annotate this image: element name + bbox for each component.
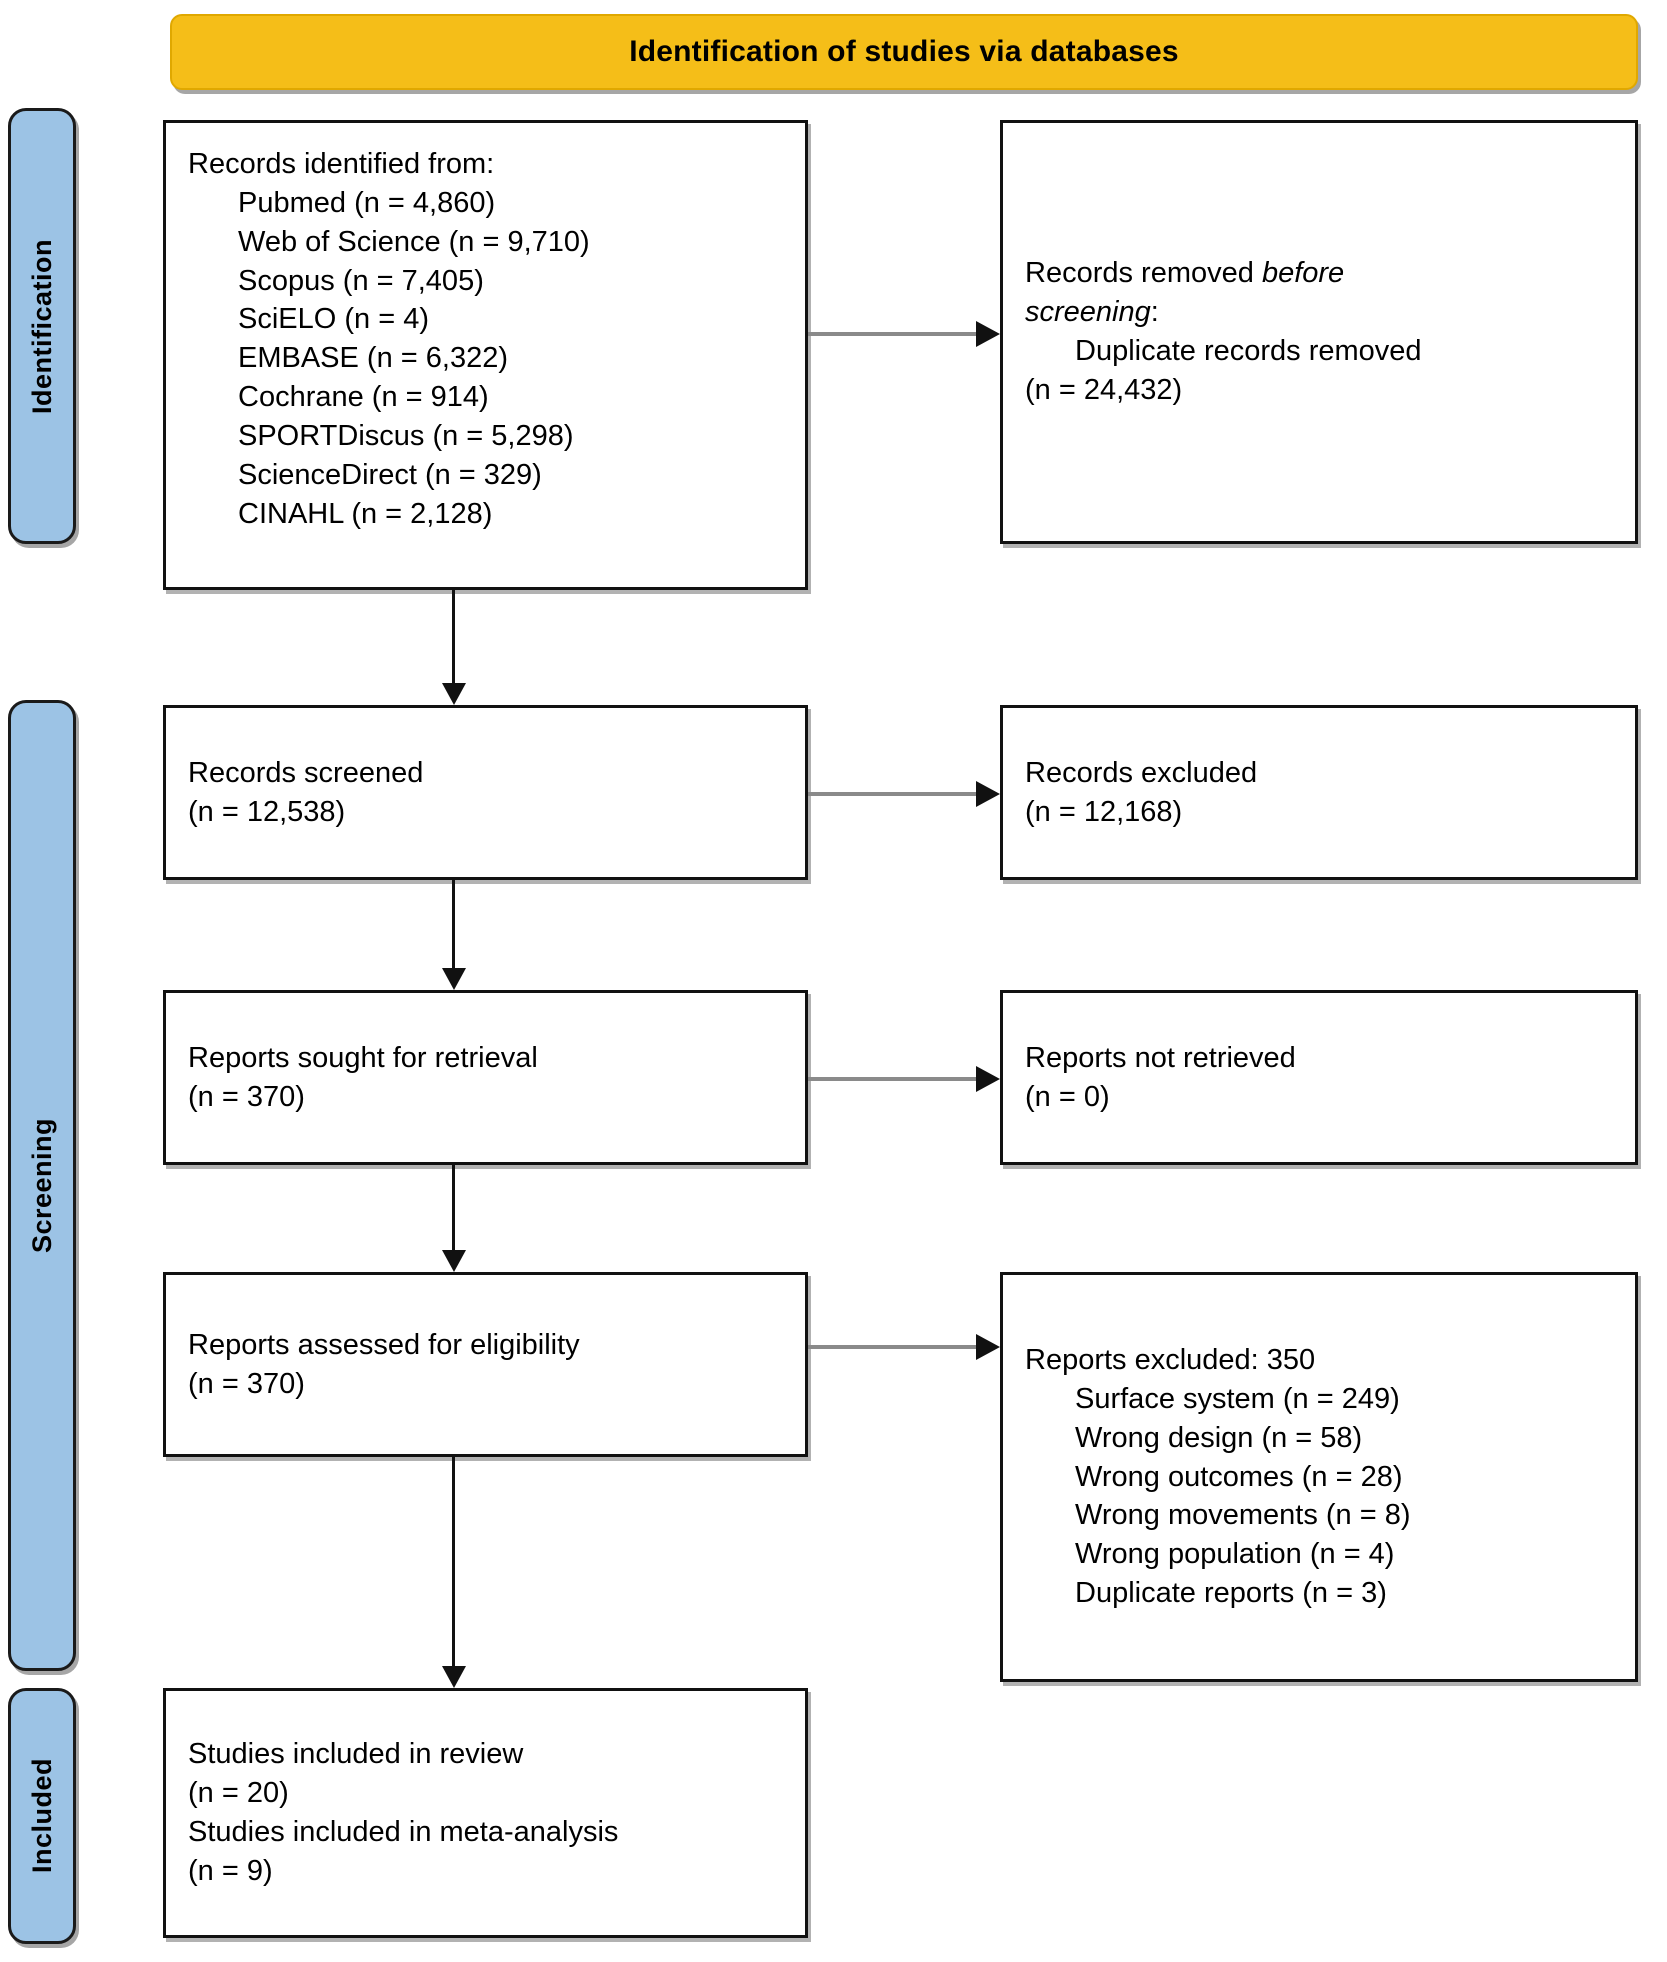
reports-not-retrieved-label: Reports not retrieved	[1025, 1041, 1296, 1074]
source-cochrane: Cochrane (n = 914)	[238, 381, 489, 414]
source-scopus: Scopus (n = 7,405)	[238, 264, 484, 297]
source-cinahl: CINAHL (n = 2,128)	[238, 497, 493, 530]
reports-sought-count: (n = 370)	[188, 1080, 305, 1113]
banner-title: Identification of studies via databases	[629, 35, 1179, 68]
phase-rail-included-label: Included	[26, 1758, 57, 1874]
phase-rail-identification-label: Identification	[26, 238, 57, 414]
exclusion-duplicate-reports: Duplicate reports (n = 3)	[1075, 1577, 1387, 1610]
records-removed-colon: :	[1150, 296, 1159, 329]
phase-rail-screening: Screening	[8, 700, 76, 1671]
box-reports-excluded-detail: Reports excluded: 350 Surface system (n …	[1000, 1272, 1638, 1682]
source-pubmed: Pubmed (n = 4,860)	[238, 186, 496, 219]
exclusion-wrong-movements: Wrong movements (n = 8)	[1075, 1499, 1411, 1532]
phase-rail-included: Included	[8, 1688, 76, 1944]
reports-assessed-count: (n = 370)	[188, 1367, 305, 1400]
source-web-of-science: Web of Science (n = 9,710)	[238, 225, 590, 258]
connector-identified-to-screened	[442, 590, 466, 705]
source-sciencedirect: ScienceDirect (n = 329)	[238, 458, 542, 491]
phase-rail-screening-label: Screening	[26, 1117, 57, 1254]
records-screened-count: (n = 12,538)	[188, 795, 346, 828]
phase-rail-identification: Identification	[8, 108, 76, 544]
connector-sought-to-assessed	[442, 1165, 466, 1272]
source-embase: EMBASE (n = 6,322)	[238, 342, 508, 375]
connector-screened-to-excluded	[808, 781, 1000, 807]
box-reports-not-retrieved: Reports not retrieved (n = 0)	[1000, 990, 1638, 1165]
exclusion-surface-system: Surface system (n = 249)	[1075, 1382, 1400, 1415]
reports-assessed-label: Reports assessed for eligibility	[188, 1328, 580, 1361]
exclusion-wrong-population: Wrong population (n = 4)	[1075, 1538, 1395, 1571]
connector-screened-to-sought	[442, 880, 466, 990]
reports-excluded-heading: Reports excluded: 350	[1025, 1343, 1316, 1376]
box-reports-sought: Reports sought for retrieval (n = 370)	[163, 990, 808, 1165]
records-screened-label: Records screened	[188, 756, 424, 789]
records-removed-heading-line1: Records removed before	[1025, 254, 1613, 293]
box-records-screened: Records screened (n = 12,538)	[163, 705, 808, 880]
source-scielo: SciELO (n = 4)	[238, 303, 429, 336]
records-removed-text: Records removed	[1025, 257, 1262, 290]
box-records-identified: Records identified from: Pubmed (n = 4,8…	[163, 120, 808, 590]
records-excluded-count: (n = 12,168)	[1025, 795, 1183, 828]
exclusion-wrong-design: Wrong design (n = 58)	[1075, 1421, 1363, 1454]
records-removed-before-em: before	[1261, 257, 1345, 290]
connector-identified-to-removed	[808, 321, 1000, 347]
studies-included-review-count: (n = 20)	[188, 1777, 289, 1810]
duplicate-records-removed-label: Duplicate records removed	[1075, 335, 1422, 367]
studies-included-meta-label: Studies included in meta-analysis	[188, 1816, 619, 1848]
box-studies-included: Studies included in review (n = 20) Stud…	[163, 1688, 808, 1938]
records-removed-screening-em: screening	[1025, 296, 1151, 329]
reports-not-retrieved-count: (n = 0)	[1025, 1080, 1110, 1113]
identification-banner: Identification of studies via databases	[170, 14, 1638, 90]
source-sportdiscus: SPORTDiscus (n = 5,298)	[238, 420, 574, 453]
box-reports-assessed: Reports assessed for eligibility (n = 37…	[163, 1272, 808, 1457]
studies-included-review-label: Studies included in review	[188, 1738, 524, 1771]
records-removed-heading-line2: screening:	[1025, 293, 1613, 332]
exclusion-wrong-outcomes: Wrong outcomes (n = 28)	[1075, 1460, 1403, 1493]
connector-sought-to-not-retrieved	[808, 1066, 1000, 1092]
connector-assessed-to-reports-excluded	[808, 1334, 1000, 1360]
studies-included-meta-count: (n = 9)	[188, 1854, 273, 1887]
connector-assessed-to-included	[442, 1457, 466, 1688]
box-records-removed: Records removed before screening: Duplic…	[1000, 120, 1638, 544]
box-records-excluded: Records excluded (n = 12,168)	[1000, 705, 1638, 880]
duplicate-records-removed-count: (n = 24,432)	[1025, 373, 1183, 406]
reports-sought-label: Reports sought for retrieval	[188, 1041, 538, 1074]
records-excluded-label: Records excluded	[1025, 756, 1258, 789]
records-identified-heading: Records identified from:	[188, 148, 495, 180]
